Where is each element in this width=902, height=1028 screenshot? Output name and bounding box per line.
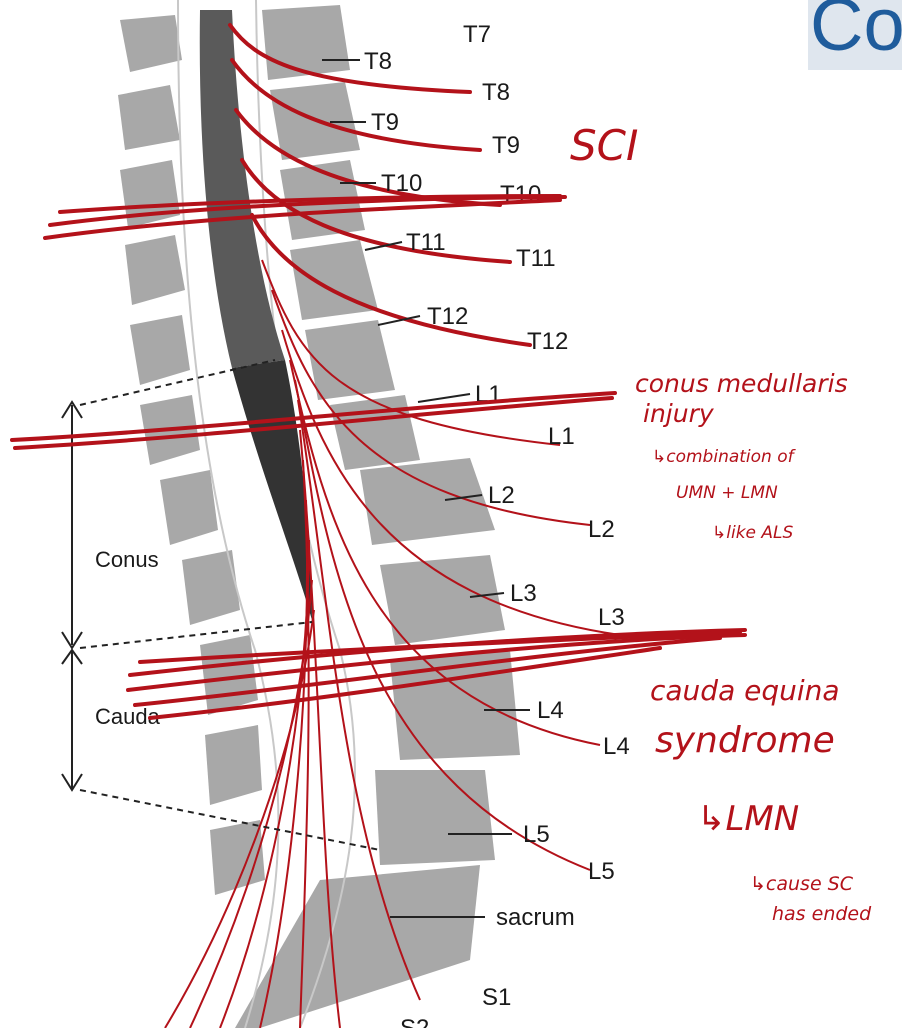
conus-region-label: Conus xyxy=(95,547,159,572)
vertebra-label: L3 xyxy=(510,580,537,607)
vertebra-label: T8 xyxy=(364,48,392,75)
slide-title-fragment: Co xyxy=(808,0,902,70)
cauda-annotation-title-2: syndrome xyxy=(655,720,835,761)
nerve-root-label: L3 xyxy=(598,604,625,631)
nerve-root-label: T8 xyxy=(482,79,510,106)
sci-annotation: SCI xyxy=(570,121,638,170)
vertebra-label: T9 xyxy=(371,109,399,136)
nerve-root-label: L1 xyxy=(548,423,575,450)
handwritten-notes: SCI conus medullaris injury ↳combination… xyxy=(570,121,872,925)
vertebral-bodies xyxy=(235,5,520,1028)
vertebra-label: T12 xyxy=(427,303,468,330)
cauda-annotation-title-1: cauda equina xyxy=(650,674,840,707)
vertebra-label: T7 xyxy=(463,21,491,48)
nerve-root-label: S2 xyxy=(400,1015,429,1028)
spinal-cord xyxy=(199,10,285,368)
conus-annotation-title-2: injury xyxy=(643,399,715,428)
posterior-elements xyxy=(118,15,265,895)
nerve-root-label: L2 xyxy=(588,516,615,543)
cauda-equina-fibers xyxy=(164,259,621,1028)
vertebra-label: L4 xyxy=(537,697,564,724)
vertebra-label-group: T7 T8 T9 T10 T11 T12 L1 L2 L3 L4 L5 sacr… xyxy=(364,21,575,931)
cauda-annotation-note: ↳cause SC xyxy=(750,873,854,895)
nerve-root-label: T11 xyxy=(516,245,556,272)
region-brackets xyxy=(61,359,381,851)
handwritten-level-marks xyxy=(10,194,747,720)
vertebra-label: sacrum xyxy=(496,904,575,931)
nerve-root-label: T9 xyxy=(492,132,520,159)
vertebra-label: T11 xyxy=(406,229,446,256)
nerve-root-label: T12 xyxy=(527,328,568,355)
vertebra-label: L2 xyxy=(488,482,515,509)
spinal-canal-outline xyxy=(177,0,356,1028)
nerve-root-label: L4 xyxy=(603,733,630,760)
leader-lines xyxy=(322,59,530,918)
conus-medullaris xyxy=(232,360,312,620)
conus-annotation-note: ↳like ALS xyxy=(712,523,793,543)
nerve-root-label: S1 xyxy=(482,984,511,1011)
nerve-root-label: L5 xyxy=(588,858,615,885)
cauda-annotation-note: ↳LMN xyxy=(697,799,799,839)
vertebra-label: T10 xyxy=(381,170,422,197)
slide-title-text: Co xyxy=(810,0,902,66)
conus-annotation-note: UMN + LMN xyxy=(676,483,778,503)
conus-annotation-note: ↳combination of xyxy=(652,447,797,467)
vertebra-label: L5 xyxy=(523,821,550,848)
cauda-annotation-note: has ended xyxy=(772,903,872,925)
conus-annotation-title-1: conus medullaris xyxy=(635,369,848,398)
